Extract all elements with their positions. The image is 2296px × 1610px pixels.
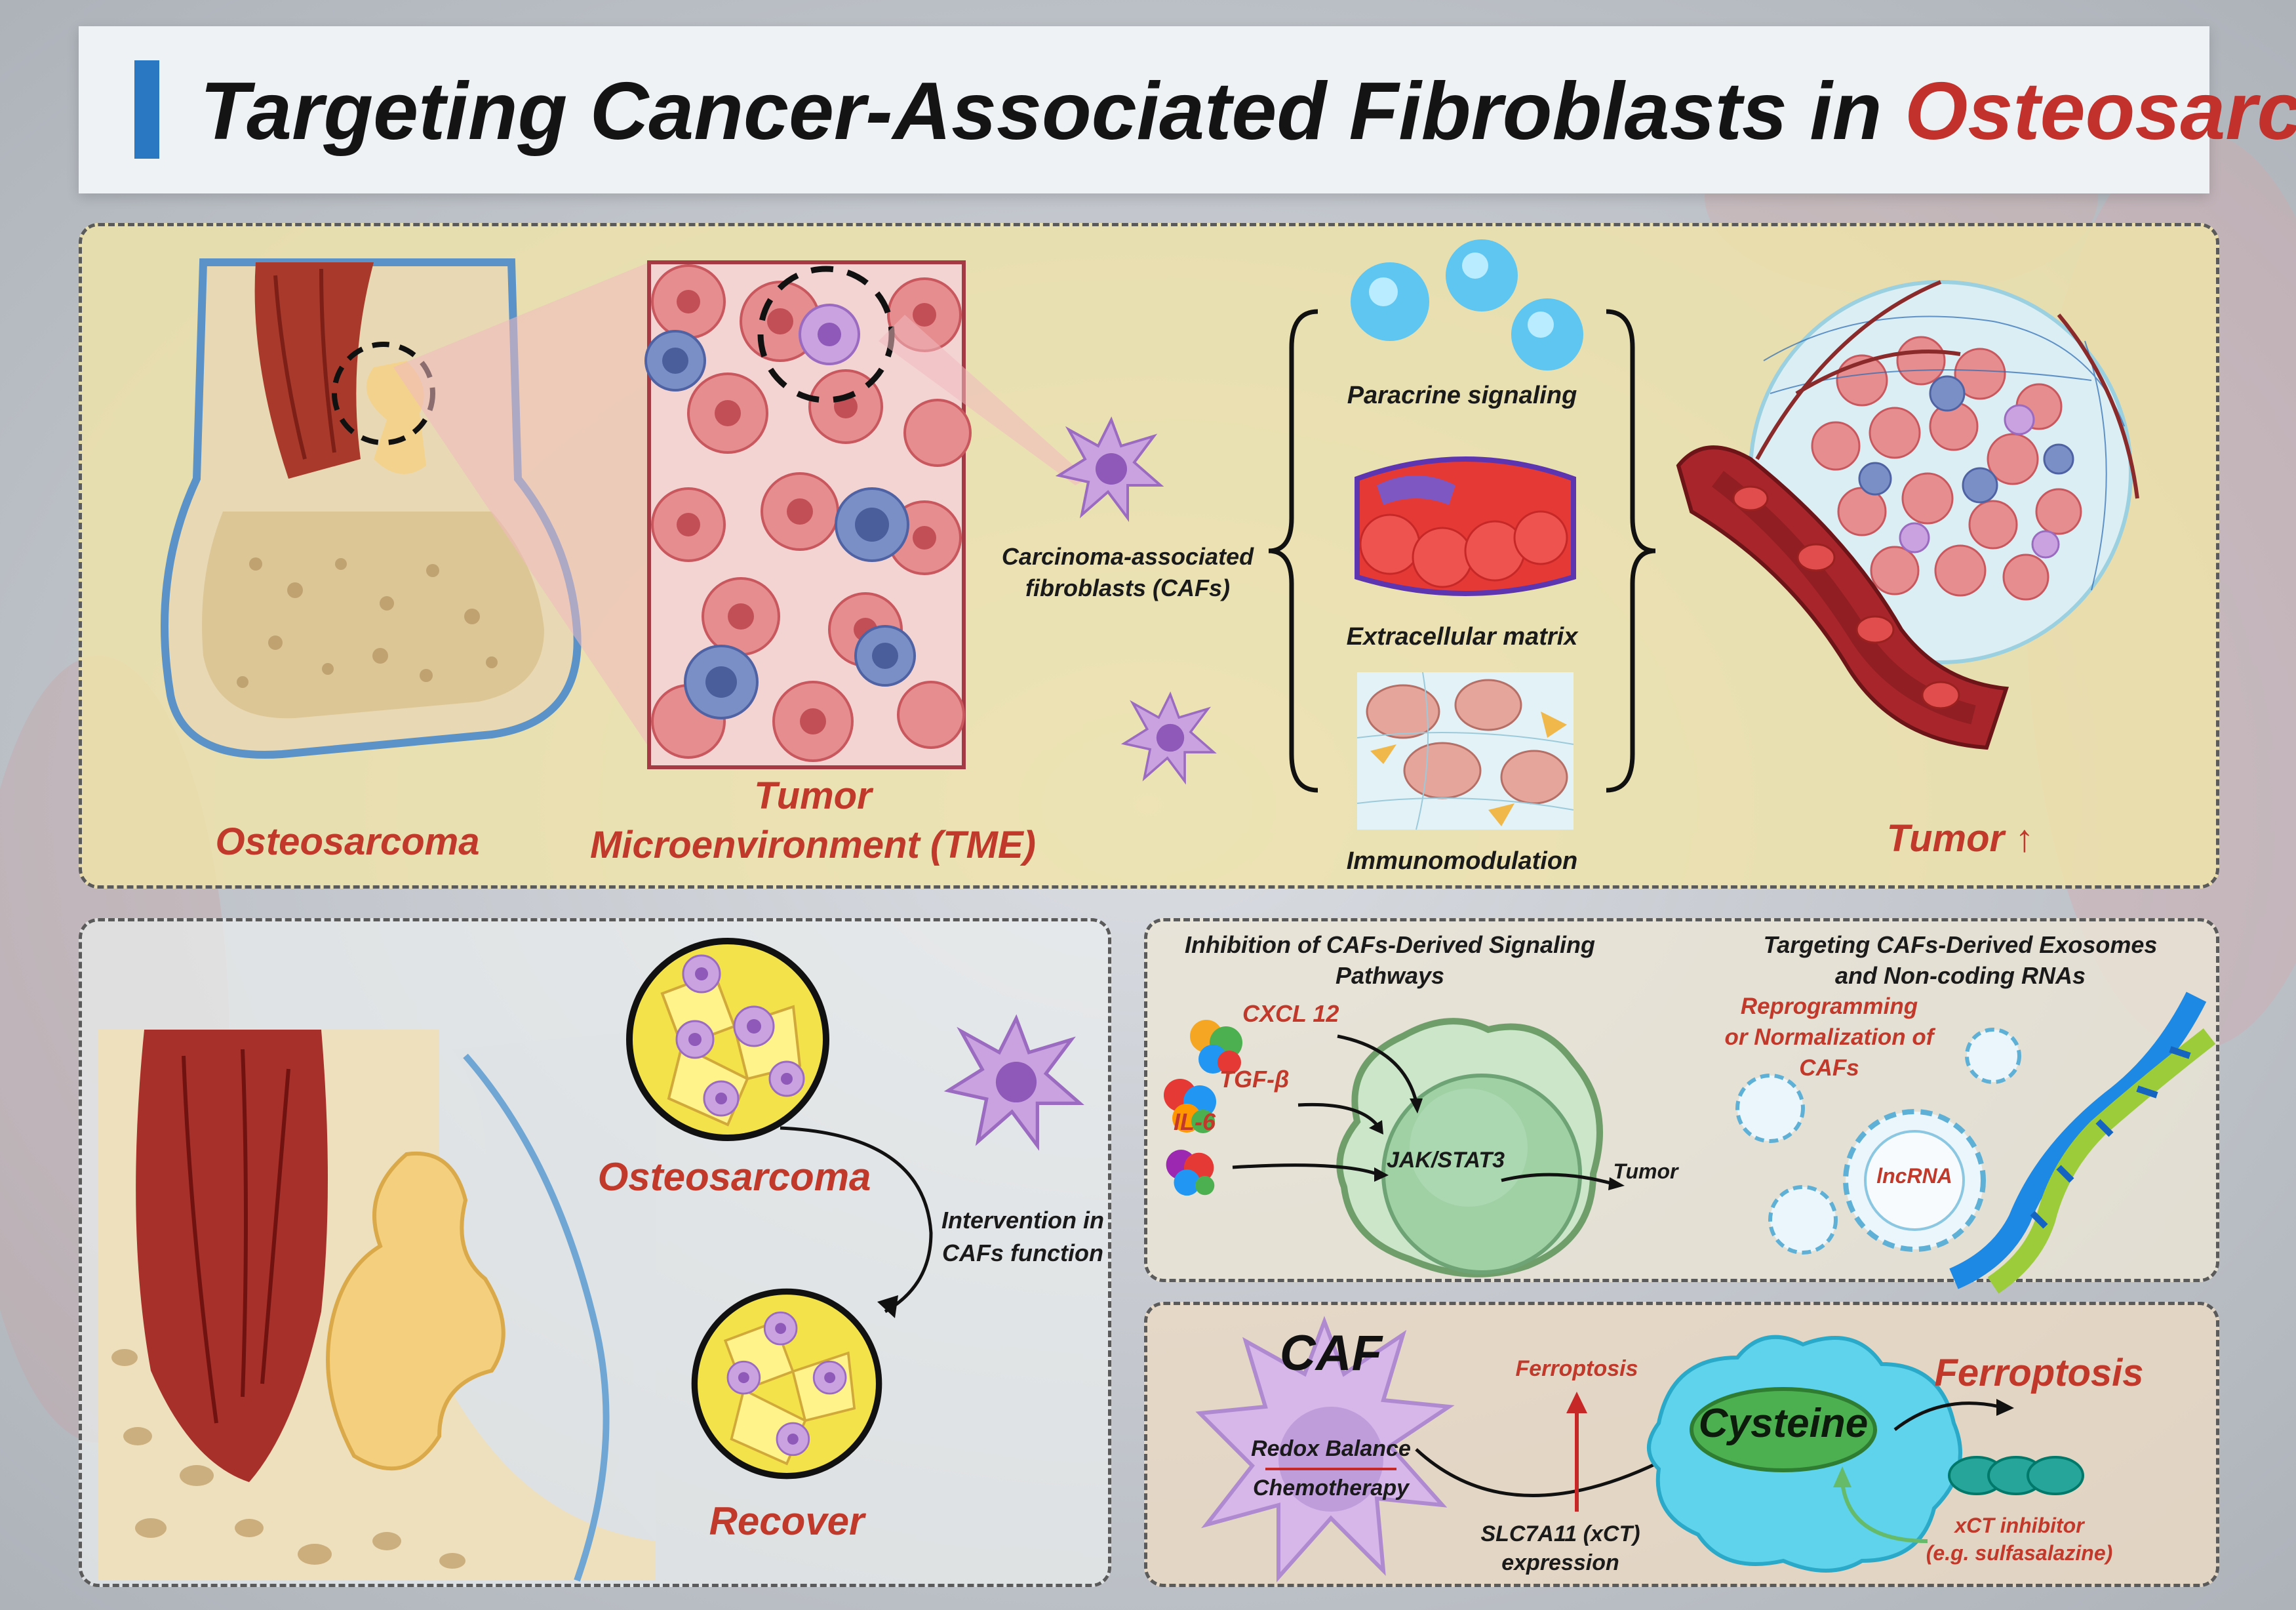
ferroptosis-small-label: Ferroptosis xyxy=(1515,1356,1638,1381)
left-brace xyxy=(1268,309,1318,793)
tumor-vessel-illustration xyxy=(1676,280,2139,750)
page-title: Targeting Cancer-Associated Fibroblasts … xyxy=(200,52,2296,171)
tumor-label: Tumor ↑ xyxy=(1823,816,2098,860)
tumor-cell-illustration xyxy=(1336,1018,1603,1278)
lncrna-label: lncRNA xyxy=(1876,1164,1952,1188)
inhibition-arrow xyxy=(1833,1466,1928,1543)
osteosarcoma-label-top: Osteosarcoma xyxy=(215,820,480,863)
caf-label: CAF xyxy=(1279,1325,1383,1381)
tumor-label-text: Tumor xyxy=(1886,817,2005,860)
redox-divider xyxy=(1265,1468,1396,1470)
caf-cell-icon-2 xyxy=(1120,691,1217,785)
recover-label: Recover xyxy=(709,1499,865,1543)
osteosarcoma-cell-circle xyxy=(626,938,829,1141)
jak-stat3-label: JAK/STAT3 xyxy=(1386,1148,1505,1173)
redox-balance-label: Redox Balance xyxy=(1251,1436,1411,1461)
xct-inhibitor-label-line1: xCT inhibitor xyxy=(1954,1514,2084,1537)
exosome-heading-line1: Targeting CAFs-Derived Exosomes xyxy=(1763,931,2158,958)
caf-cell-icon xyxy=(1055,416,1164,522)
slc7a11-label-line2: expression xyxy=(1501,1550,1619,1575)
reprogramming-label-line3: CAFs xyxy=(1799,1055,1859,1081)
reprogramming-label-line1: Reprogramming xyxy=(1740,994,1918,1019)
ferroptosis-arrow xyxy=(1893,1399,2014,1431)
signaling-heading-line2: Pathways xyxy=(1335,962,1445,989)
caf-cell-large-icon xyxy=(943,1014,1084,1151)
title-accent-bar xyxy=(134,60,159,159)
signaling-heading-line1: Inhibition of CAFs-Derived Signaling xyxy=(1185,931,1595,958)
exosome-heading-line2: and Non-coding RNAs xyxy=(1835,962,2086,989)
tme-label-line2: Microenvironment (TME) xyxy=(590,824,1036,866)
reprogramming-label-line2: or Normalization of xyxy=(1724,1024,1934,1050)
il6-label: IL-6 xyxy=(1174,1108,1216,1135)
zoom-cone-2 xyxy=(879,315,1088,485)
xct-inhibitor-icon xyxy=(1948,1456,2084,1495)
extracellular-matrix-icon xyxy=(1355,456,1576,596)
il6-protein-icon xyxy=(1166,1150,1215,1196)
intervention-arrow xyxy=(780,1126,933,1318)
chemotherapy-label: Chemotherapy xyxy=(1252,1476,1410,1500)
right-brace xyxy=(1606,309,1656,793)
paracrine-label: Paracrine signaling xyxy=(1347,382,1577,409)
osteosarcoma-label-bottom: Osteosarcoma xyxy=(597,1155,871,1199)
cxcl12-protein-icon xyxy=(1190,1020,1242,1074)
ecm-label: Extracellular matrix xyxy=(1346,623,1578,651)
cysteine-cell-illustration xyxy=(1647,1335,1962,1573)
immunomodulation-icon xyxy=(1356,672,1574,830)
dna-icon xyxy=(1949,992,2216,1294)
immunomodulation-label: Immunomodulation xyxy=(1346,847,1578,875)
caf-large-cell-icon xyxy=(1195,1316,1455,1582)
ferroptosis-big-label: Ferroptosis xyxy=(1934,1352,2144,1394)
paracrine-signaling-icon xyxy=(1351,239,1583,371)
intervention-label-line1: Intervention in xyxy=(941,1207,1104,1234)
signaling-tumor-label: Tumor xyxy=(1613,1159,1678,1183)
xct-inhibitor-label-line2: (e.g. sulfasalazine) xyxy=(1926,1541,2113,1565)
bone-closeup-illustration xyxy=(98,1030,656,1582)
title-highlight: Osteosarcoma xyxy=(1904,66,2296,157)
cxcl12-label: CXCL 12 xyxy=(1242,1000,1339,1027)
zoom-cone xyxy=(393,262,649,748)
cafs-label-line2: fibroblasts (CAFs) xyxy=(1025,574,1230,601)
slc7a11-label-line1: SLC7A11 (xCT) xyxy=(1480,1521,1640,1546)
tumor-increase-arrow: ↑ xyxy=(2015,817,2034,860)
tgfb-label: TGF-β xyxy=(1219,1066,1290,1093)
recover-cell-circle xyxy=(691,1288,882,1479)
title-prefix: Targeting Cancer-Associated Fibroblasts … xyxy=(200,66,1905,157)
cysteine-label: Cysteine xyxy=(1698,1401,1869,1446)
exosome-illustration xyxy=(1735,1028,2021,1255)
cafs-label-line1: Carcinoma-associated xyxy=(1001,543,1254,570)
tme-label-line1: Tumor xyxy=(754,775,872,817)
tgfb-protein-icon xyxy=(1164,1079,1216,1133)
title-banner: Targeting Cancer-Associated Fibroblasts … xyxy=(79,26,2296,193)
intervention-label-line2: CAFs function xyxy=(942,1239,1103,1266)
signaling-arrows xyxy=(1232,1034,1625,1190)
ferroptosis-up-arrow xyxy=(1566,1392,1587,1512)
